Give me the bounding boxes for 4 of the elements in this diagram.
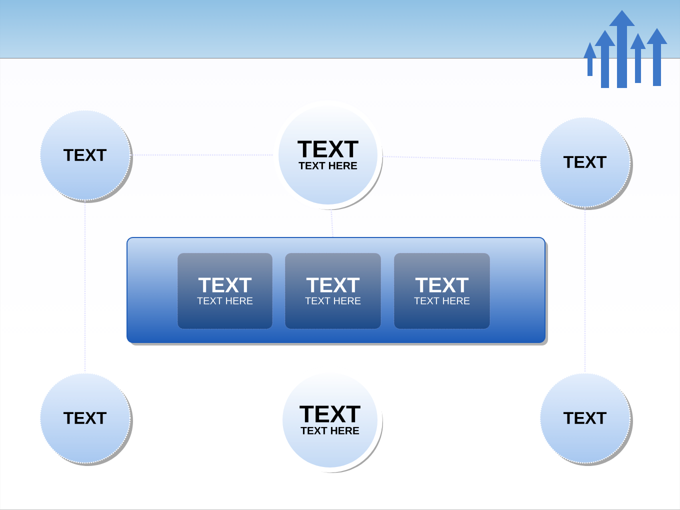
connector-line <box>382 156 540 162</box>
text-box: TEXT TEXT HERE <box>177 252 273 330</box>
text-box: TEXT TEXT HERE <box>284 252 382 330</box>
text-box: TEXT TEXT HERE <box>394 252 490 330</box>
